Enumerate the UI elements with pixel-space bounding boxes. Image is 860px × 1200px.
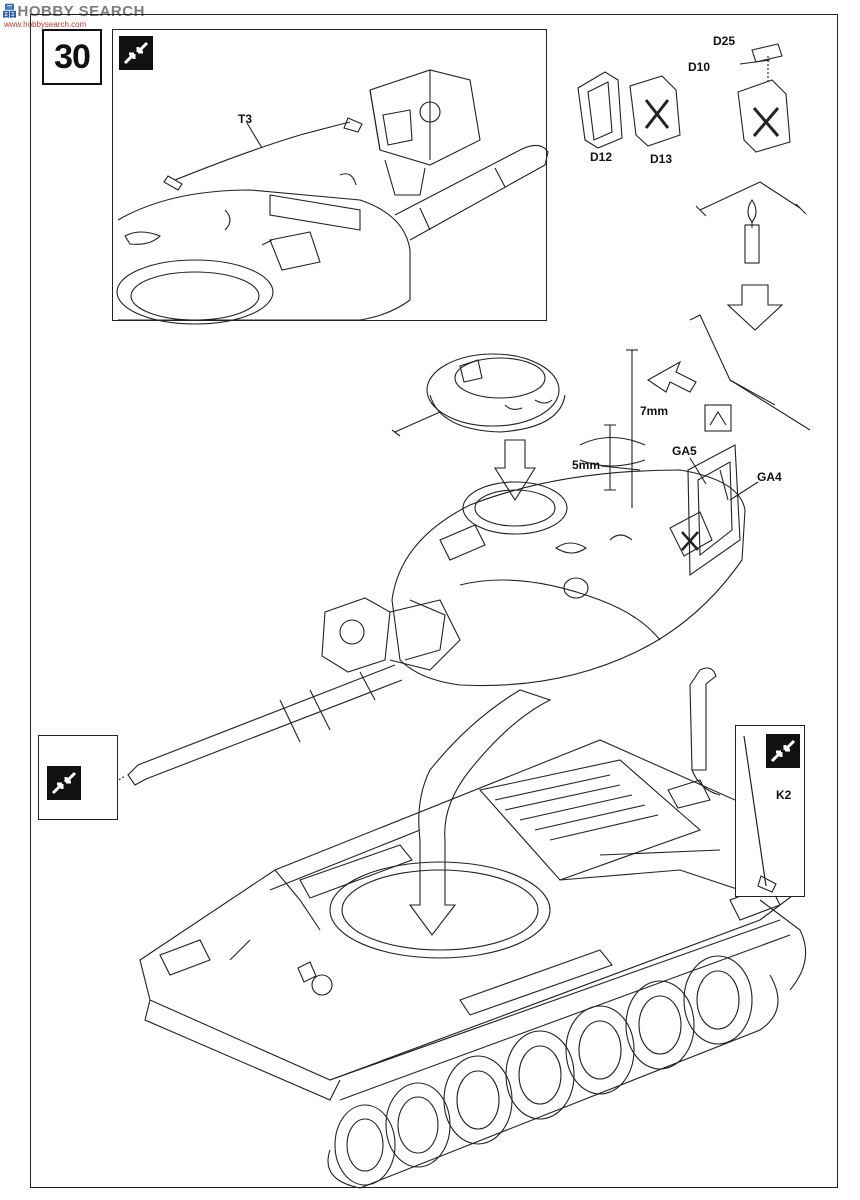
leader-5mm (600, 465, 641, 471)
mantlet-searchlight (321, 597, 461, 673)
assemble-arrows-icon (119, 36, 153, 70)
leader-ga4 (729, 481, 759, 501)
part-label-ga5: GA5 (672, 444, 697, 458)
turret-body (391, 444, 746, 687)
down-arrow-icon (726, 284, 784, 331)
main-gun-barrel (96, 664, 403, 797)
page-frame (30, 14, 838, 1188)
detail-turret-drawing (116, 69, 549, 325)
jerrycan-parts (577, 43, 791, 153)
detail-inset-muzzle (38, 735, 118, 820)
measure-7mm: 7mm (640, 404, 669, 418)
leader-t3 (246, 122, 263, 149)
leader-ga5 (689, 457, 707, 485)
part-label-d10: D10 (688, 60, 711, 74)
hull-insert-arrow (408, 689, 552, 936)
watermark-logo: 晶HOBBY SEARCH (2, 0, 145, 21)
part-label-d12: D12 (590, 150, 613, 164)
part-label-d25: D25 (713, 34, 736, 48)
part-label-d13: D13 (650, 152, 673, 166)
watermark-url: www.hobbysearch.com (4, 20, 87, 29)
part-label-ga4: GA4 (757, 470, 782, 484)
cut-illustration (689, 314, 811, 432)
part-label-t3: T3 (238, 112, 253, 126)
step-number: 30 (54, 37, 91, 76)
direction-arrow (646, 360, 697, 393)
watermark-cn-text: 晶 (2, 3, 18, 20)
insert-arrow (494, 439, 536, 502)
tank-hull (139, 667, 801, 1101)
watermark-main-text: HOBBY SEARCH (17, 3, 145, 20)
detail-inset-k2: K2 (735, 725, 805, 897)
step-number-box: 30 (42, 29, 102, 85)
road-wheels (327, 899, 807, 1189)
k2-antenna-drawing (743, 735, 777, 893)
measure-5mm: 5mm (572, 458, 601, 472)
assemble-arrows-icon (766, 734, 800, 768)
turret-cupola (391, 353, 566, 437)
heat-bend-illustration (695, 181, 807, 264)
assemble-arrows-icon (47, 766, 81, 800)
part-label-k2: K2 (776, 788, 792, 802)
